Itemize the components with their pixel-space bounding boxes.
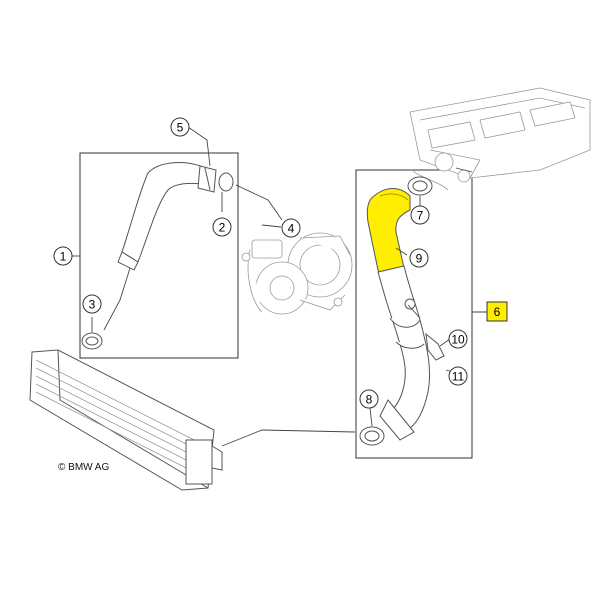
callout-9: 9 <box>409 248 429 268</box>
sensor-10 <box>404 298 445 361</box>
callout-5: 5 <box>170 117 190 137</box>
callout-label-2: 2 <box>219 221 226 235</box>
callout-label-11: 11 <box>452 370 465 384</box>
callout-label-5: 5 <box>177 121 184 135</box>
leader-lines <box>72 126 494 447</box>
callout-6: 6 <box>486 301 508 322</box>
callout-label-9: 9 <box>416 252 423 266</box>
hose-upper-left <box>117 162 217 271</box>
charge-air-pipe-11 <box>377 265 431 441</box>
callout-label-8: 8 <box>366 393 373 407</box>
callout-4: 4 <box>281 218 301 238</box>
left-group-frame <box>79 152 239 359</box>
callout-3: 3 <box>82 294 102 314</box>
callout-2: 2 <box>212 217 232 237</box>
callout-8: 8 <box>359 389 379 409</box>
turbocharger <box>241 232 353 315</box>
callout-label-10: 10 <box>451 333 465 347</box>
callout-label-6: 6 <box>494 305 501 319</box>
seal-ring-2 <box>218 172 234 192</box>
callout-1: 1 <box>53 246 73 266</box>
callout-10: 10 <box>448 329 468 349</box>
callout-11: 11 <box>448 366 468 386</box>
callout-label-7: 7 <box>417 209 424 223</box>
callout-7: 7 <box>410 205 430 225</box>
intercooler <box>29 349 223 491</box>
engine-block <box>409 87 591 191</box>
callout-label-4: 4 <box>288 222 295 236</box>
callout-label-3: 3 <box>89 298 96 312</box>
charge-air-hose-9-highlighted <box>366 188 411 275</box>
callout-label-1: 1 <box>60 250 67 264</box>
copyright-text: © BMW AG <box>58 462 109 473</box>
right-group-frame <box>355 169 473 459</box>
